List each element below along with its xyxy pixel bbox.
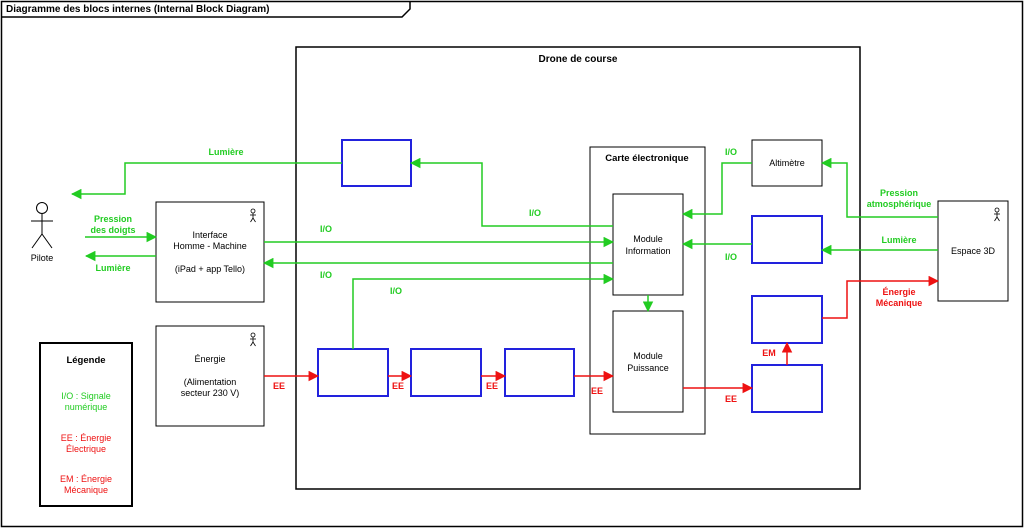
carte-electronique[interactable]	[589, 146, 706, 435]
legend-em-2: Mécanique	[64, 485, 108, 495]
pilote-label: Pilote	[31, 253, 54, 263]
module-puissance-label-1: Module	[633, 351, 663, 361]
label-energie-meca-2: Mécanique	[876, 298, 923, 308]
flow-energie-mecanique	[822, 275, 940, 319]
label-ee-4: EE	[591, 386, 603, 396]
blue-block-light-sensor[interactable]	[751, 215, 823, 264]
system-drone-de-course[interactable]	[295, 46, 861, 490]
blue-block-energy-3[interactable]	[504, 348, 575, 397]
frame-title: Diagramme des blocs internes (Internal B…	[6, 4, 269, 15]
module-puissance-label-2: Puissance	[627, 363, 669, 373]
legend-ee-1: EE : Énergie	[61, 433, 112, 443]
module-information[interactable]	[612, 193, 684, 296]
energie-block[interactable]	[155, 325, 265, 427]
module-information-label-1: Module	[633, 234, 663, 244]
ihm-label-2: Homme - Machine	[173, 241, 247, 251]
legend-io-2: numérique	[65, 402, 108, 412]
espace-actor-icon	[994, 207, 1000, 222]
espace-label: Espace 3D	[951, 246, 996, 256]
frame-title-tab	[1, 1, 411, 18]
label-io-1: I/O	[320, 224, 332, 234]
energie-actor-icon	[250, 332, 256, 347]
label-io-4: I/O	[529, 208, 541, 218]
label-ee-3: EE	[486, 381, 498, 391]
label-io-right: I/O	[725, 252, 737, 262]
flow-lumiere-to-pilote-top	[70, 162, 342, 200]
ihm-block[interactable]	[155, 201, 265, 303]
flow-io-info-to-camera	[409, 157, 613, 227]
label-ee-2: EE	[392, 381, 404, 391]
blue-block-camera[interactable]	[341, 139, 412, 187]
label-ee-5: EE	[725, 394, 737, 404]
ihm-label-3: (iPad + app Tello)	[175, 264, 245, 274]
label-ee-1: EE	[273, 381, 285, 391]
label-lumiere-top: Lumière	[208, 147, 243, 157]
ihm-label-1: Interface	[192, 230, 227, 240]
ihm-actor-icon	[250, 208, 256, 223]
flow-io-altimetre-to-info	[681, 162, 752, 220]
legend-box	[39, 342, 133, 507]
blue-block-energy-1[interactable]	[317, 348, 389, 397]
label-em: EM	[762, 348, 776, 358]
label-io-3: I/O	[390, 286, 402, 296]
legend-ee-2: Électrique	[66, 444, 106, 454]
label-pression-doigts-2: des doigts	[90, 225, 135, 235]
blue-block-motor[interactable]	[751, 364, 823, 413]
label-io-altimetre: I/O	[725, 147, 737, 157]
energie-label-1: Énergie	[194, 354, 225, 364]
label-pression-doigts-1: Pression	[94, 214, 132, 224]
module-puissance[interactable]	[612, 310, 684, 413]
blue-block-energy-2[interactable]	[410, 348, 482, 397]
legend-title: Légende	[66, 355, 105, 366]
legend-io-1: I/O : Signale	[61, 391, 111, 401]
module-information-label-2: Information	[625, 246, 670, 256]
legend-em-1: EM : Énergie	[60, 474, 112, 484]
flow-pression-atm	[820, 157, 938, 218]
label-lumiere-pilote: Lumière	[95, 263, 130, 273]
label-pression-atm-2: atmosphérique	[867, 199, 932, 209]
pilote-actor-icon[interactable]	[31, 202, 53, 249]
altimetre-label: Altimètre	[769, 158, 805, 168]
system-title: Drone de course	[539, 54, 618, 65]
flow-io-energy-to-info	[352, 273, 615, 349]
carte-title: Carte électronique	[605, 153, 688, 164]
label-io-2: I/O	[320, 270, 332, 280]
label-pression-atm-1: Pression	[880, 188, 918, 198]
blue-block-propeller[interactable]	[751, 295, 823, 344]
energie-label-3: secteur 230 V)	[181, 388, 240, 398]
label-energie-meca-1: Énergie	[882, 287, 915, 297]
energie-label-2: (Alimentation	[184, 377, 237, 387]
label-lumiere-right: Lumière	[881, 235, 916, 245]
